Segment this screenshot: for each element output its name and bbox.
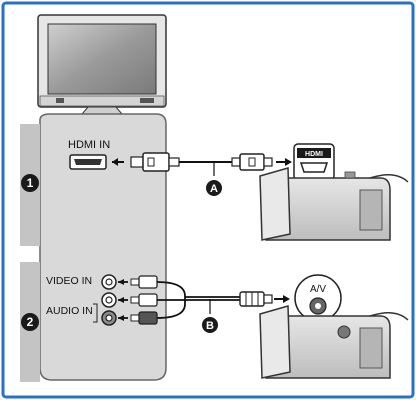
- audio-in-label: AUDIO IN: [46, 305, 93, 317]
- rca-arrows: [118, 279, 128, 321]
- camcorder-1: [259, 167, 409, 241]
- svg-text:A: A: [210, 183, 218, 195]
- tv-button-indicator: [140, 98, 154, 103]
- svg-text:2: 2: [27, 315, 34, 329]
- svg-text:1: 1: [27, 176, 34, 190]
- tv-power-indicator: [56, 98, 64, 103]
- camcorder-2-lcd: [259, 305, 291, 379]
- camcorder-2: [259, 305, 409, 379]
- cable-a-marker: A: [206, 180, 222, 196]
- rca-jack-video: [101, 274, 117, 290]
- hdmi-in-label: HDMI IN: [68, 139, 110, 151]
- av-cable: [156, 281, 240, 319]
- hdmi-camera-arrow: [285, 158, 292, 166]
- av-plug: [239, 291, 273, 307]
- av-jack-label: A/V: [310, 284, 326, 295]
- tv-screen: [47, 23, 157, 95]
- av-jack-callout: A/V: [294, 274, 345, 331]
- tv-rear-panel: [39, 113, 167, 381]
- rca-jack-audio-red: [101, 310, 117, 326]
- tv-hdmi-port: [69, 154, 107, 170]
- tv-stand: [80, 106, 124, 115]
- cable-b-marker: B: [202, 317, 218, 333]
- camcorder-1-strap: [369, 174, 409, 183]
- hdmi-plug-camera: [231, 153, 273, 171]
- rca-plug-video: [130, 275, 158, 289]
- camcorder-1-lcd: [259, 167, 291, 241]
- video-in-label: VIDEO IN: [46, 275, 92, 287]
- rca-jack-audio-white: [101, 292, 117, 308]
- section-1-marker: 1: [21, 174, 39, 192]
- camcorder-2-strap: [369, 312, 409, 321]
- camera-hdmi-label: HDMI: [305, 151, 323, 158]
- audio-in-bracket: [93, 303, 98, 323]
- tv-bottom-bezel: [39, 95, 165, 107]
- tv-set: [37, 14, 167, 115]
- section-2-marker: 2: [21, 313, 39, 331]
- av-camera-arrow: [283, 295, 290, 303]
- svg-text:B: B: [206, 320, 214, 332]
